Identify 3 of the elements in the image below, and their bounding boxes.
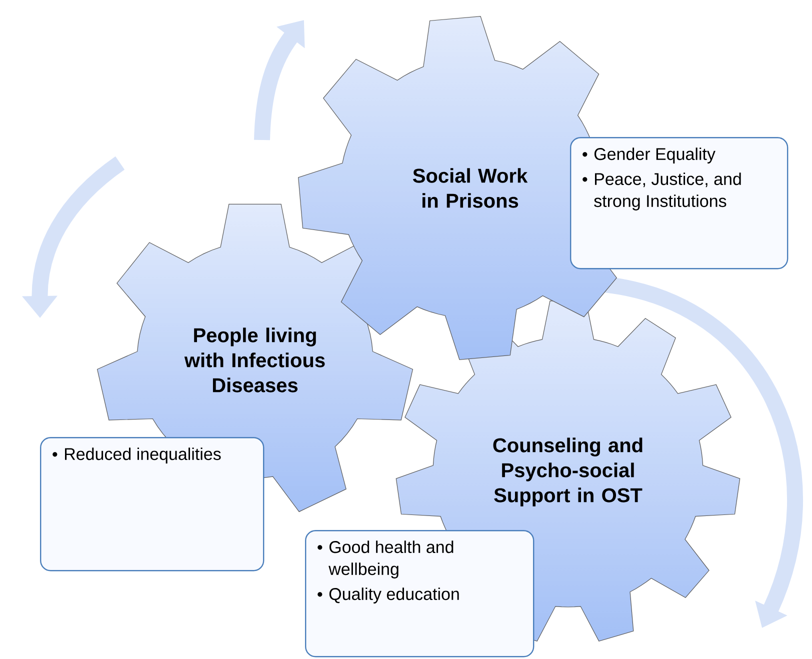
text-box: Good health and wellbeing Quality education — [305, 530, 534, 658]
text-box: Reduced inequalities — [40, 437, 264, 572]
text-box: Gender Equality Peace, Justice, and strong Institutions — [570, 137, 788, 270]
